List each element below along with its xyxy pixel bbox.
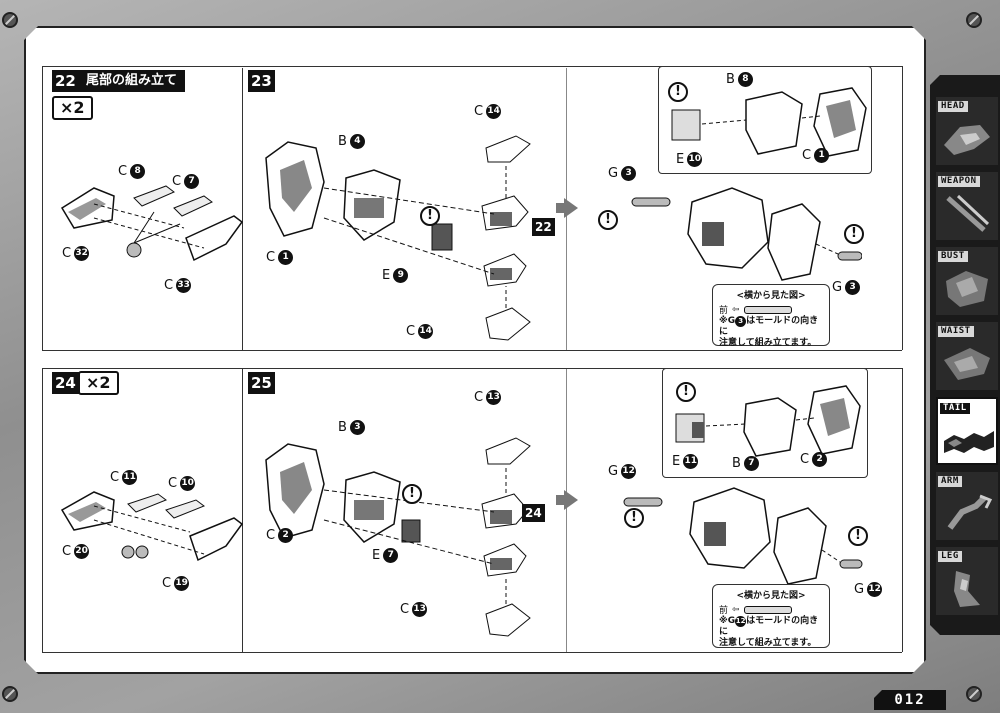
panel-divider (42, 368, 902, 369)
panel-divider (242, 68, 243, 350)
side-view-note: <横から見た図> 前 ⇦ ※G12はモールドの向きに 注意して組み立てます。 (712, 584, 830, 648)
step23-diagram (265, 135, 531, 341)
front-label: 前 (719, 306, 729, 316)
step-number: 22 (52, 70, 79, 92)
weapon-icon (946, 194, 990, 232)
step-number: 23 (248, 70, 275, 92)
front-label: 前 (719, 606, 729, 616)
quantity-badge: ×2 (52, 96, 93, 120)
arrow-right-icon (564, 198, 578, 218)
screw-icon (966, 12, 982, 28)
caution-icon: ! (676, 382, 696, 402)
bust-icon (946, 271, 988, 307)
arrow-right-icon (564, 490, 578, 510)
screw-icon (2, 12, 18, 28)
step22-diagram (60, 185, 244, 262)
step-title: 尾部の組み立て (78, 70, 186, 92)
quantity-badge: ×2 (78, 371, 119, 395)
step25-assembled-diagram (623, 487, 863, 585)
caution-icon: ! (624, 508, 644, 528)
leg-icon (954, 571, 980, 607)
caution-icon: ! (402, 484, 422, 504)
screw-icon (2, 686, 18, 702)
waist-icon (944, 348, 990, 380)
tail-icon (944, 431, 994, 453)
step23-assembled-diagram (631, 187, 862, 281)
flow-arrow (556, 495, 564, 505)
step24-diagram (60, 491, 244, 562)
side-part-shape (743, 605, 792, 614)
side-view-title: <横から見た図> (736, 291, 806, 301)
side-view-title: <横から見た図> (736, 591, 806, 601)
nav-item-bust[interactable]: BUST (936, 247, 998, 315)
screw-icon (966, 686, 982, 702)
panel-divider (902, 66, 903, 350)
page-number: 012 (874, 690, 946, 710)
nav-item-waist[interactable]: WAIST (936, 322, 998, 390)
panel-divider (42, 66, 43, 350)
step25-detail-diagram (675, 385, 861, 457)
step-number: 24 (52, 372, 79, 394)
panel-divider (902, 368, 903, 652)
panel-divider (42, 368, 43, 652)
panel-divider (42, 66, 902, 67)
nav-item-arm[interactable]: ARM (936, 472, 998, 540)
arrow-left-icon: ⇦ (732, 304, 740, 315)
panel-divider (242, 368, 243, 652)
reference-step: 22 (532, 218, 555, 236)
step25-diagram (265, 437, 531, 637)
nav-item-leg[interactable]: LEG (936, 547, 998, 615)
caution-icon: ! (420, 206, 440, 226)
caution-icon: ! (848, 526, 868, 546)
side-part-shape (743, 305, 792, 314)
step-number: 25 (248, 372, 275, 394)
arm-icon (947, 494, 993, 530)
caution-icon: ! (844, 224, 864, 244)
head-icon (944, 125, 990, 155)
nav-item-tail[interactable]: TAIL (936, 397, 998, 465)
panel-divider (42, 652, 902, 653)
section-nav: HEAD WEAPON BUST WAIST TAIL ARM LEG (930, 75, 1000, 635)
panel-divider (566, 368, 567, 652)
nav-item-weapon[interactable]: WEAPON (936, 172, 998, 240)
arrow-left-icon: ⇦ (732, 604, 740, 615)
step23-detail-diagram (671, 87, 867, 157)
caution-icon: ! (598, 210, 618, 230)
nav-item-head[interactable]: HEAD (936, 97, 998, 165)
reference-step: 24 (522, 504, 545, 522)
caution-icon: ! (668, 82, 688, 102)
flow-arrow (556, 203, 564, 213)
panel-divider (42, 350, 902, 351)
